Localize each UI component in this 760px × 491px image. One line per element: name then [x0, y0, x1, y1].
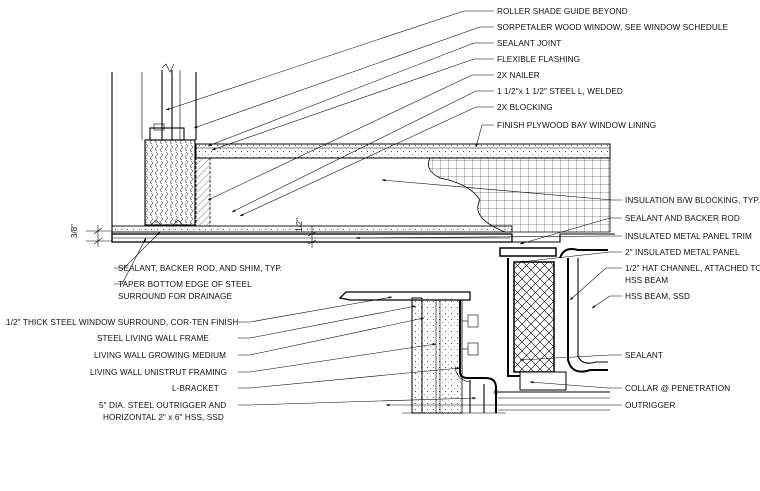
note-hss-beam: HSS BEAM, SSD — [625, 292, 690, 301]
note-sealant-shim: SEALANT, BACKER ROD, AND SHIM, TYP. — [118, 264, 282, 273]
note-metal-panel-trim: INSULATED METAL PANEL TRIM — [625, 232, 752, 241]
dim-left-label: 3/8" — [70, 224, 79, 238]
leader-lines — [114, 10, 622, 407]
note-steel-angle: 1 1/2"x 1 1/2" STEEL L, WELDED — [497, 87, 623, 96]
note-taper-bottom: TAPER BOTTOM EDGE OF STEEL — [118, 280, 252, 289]
note-outrigger-hss: HORIZONTAL 2" x 6" HSS, SSD — [103, 413, 224, 422]
note-insulation: INSULATION B/W BLOCKING, TYP. — [625, 196, 760, 205]
note-outrigger: OUTRIGGER — [625, 401, 675, 410]
window-frame — [111, 63, 211, 235]
note-roller-shade: ROLLER SHADE GUIDE BEYOND — [497, 7, 628, 16]
note-steel-surround: 1/2" THICK STEEL WINDOW SURROUND, COR-TE… — [6, 318, 238, 327]
note-sealant-backer-rod: SEALANT AND BACKER ROD — [625, 214, 740, 223]
living-wall-assembly — [338, 291, 506, 414]
note-sealant-joint: SEALANT JOINT — [497, 39, 561, 48]
insulation-blocking — [427, 157, 611, 233]
dim-center-label: 1/2" — [295, 218, 304, 232]
note-sealant: SEALANT — [625, 351, 663, 360]
note-collar: COLLAR @ PENETRATION — [625, 384, 730, 393]
note-wood-window: SORPETALER WOOD WINDOW, SEE WINDOW SCHED… — [497, 23, 729, 32]
dimensions — [86, 225, 318, 248]
plywood-lining — [195, 143, 611, 159]
note-insulated-metal-panel: 2" INSULATED METAL PANEL — [625, 248, 740, 257]
note-taper-bottom-line2: SURROUND FOR DRAINAGE — [118, 292, 232, 301]
note-flexible-flashing: FLEXIBLE FLASHING — [497, 55, 580, 64]
note-l-bracket: L-BRACKET — [172, 384, 219, 393]
note-2x-nailer: 2X NAILER — [497, 71, 540, 80]
note-growing-medium: LIVING WALL GROWING MEDIUM — [94, 351, 226, 360]
note-2x-blocking: 2X BLOCKING — [497, 103, 553, 112]
note-hat-channel-line2: HSS BEAM — [625, 276, 668, 285]
note-plywood-lining: FINISH PLYWOOD BAY WINDOW LINING — [497, 121, 656, 130]
note-outrigger-dia: 5" DIA. STEEL OUTRIGGER AND — [99, 401, 226, 410]
note-unistrut: LIVING WALL UNISTRUT FRAMING — [90, 368, 227, 377]
note-hat-channel: 1/2" HAT CHANNEL, ATTACHED TO — [625, 264, 760, 273]
note-living-wall-frame: STEEL LIVING WALL FRAME — [97, 334, 209, 343]
metal-panel-assembly — [498, 233, 615, 411]
